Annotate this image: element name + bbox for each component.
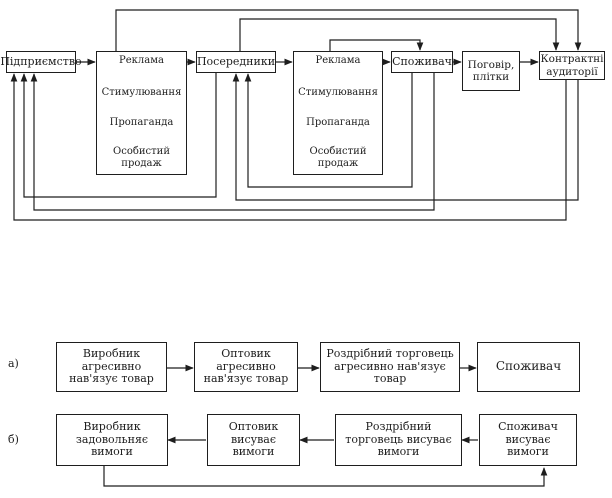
row-b-wholesaler-label: Оптовик висуває вимоги	[228, 420, 279, 459]
feedback-consumer-to-intermediaries	[244, 73, 413, 188]
promo1-personal-selling: Особистий продаж	[113, 146, 170, 169]
promo2-advertising: Реклама	[315, 55, 361, 66]
promo-block-2: Реклама Стимулювання Пропаганда Особисти…	[293, 51, 383, 175]
row-b-retailer: Роздрібний торговець висуває вимоги	[335, 414, 462, 466]
node-intermediaries: Посередники	[196, 51, 276, 73]
feedback-consumer-to-enterprise	[30, 73, 435, 211]
feedback-audiences-to-enterprise	[10, 73, 567, 221]
promo1-stimulation: Стимулювання	[101, 87, 182, 98]
node-contact-audiences-label: Контрактні аудиторії	[540, 53, 604, 78]
promo2-propaganda: Пропаганда	[306, 117, 370, 128]
row-b-retailer-label: Роздрібний торговець висуває вимоги	[345, 420, 452, 459]
row-a-retailer: Роздрібний торговець агресивно нав'язує …	[320, 342, 460, 392]
loop-promo1-to-audiences	[115, 9, 582, 51]
row-b-wholesaler: Оптовик висуває вимоги	[207, 414, 300, 466]
row-a-producer: Виробник агресивно нав'язує товар	[56, 342, 167, 392]
node-contact-audiences: Контрактні аудиторії	[539, 51, 605, 80]
node-enterprise: Підприємство	[0, 51, 82, 73]
loop-promo2-to-consumer	[329, 39, 424, 51]
row-b-producer: Виробник задовольняє вимоги	[56, 414, 168, 466]
row-a-retailer-label: Роздрібний торговець агресивно нав'язує …	[326, 347, 454, 386]
feedback-audiences-to-intermediaries	[232, 73, 579, 201]
node-intermediaries-label: Посередники	[196, 54, 276, 68]
node-enterprise-label: Підприємство	[0, 54, 82, 68]
promo2-personal-selling: Особистий продаж	[309, 146, 367, 169]
promo-block-1: Реклама Стимулювання Пропаганда Особисти…	[96, 51, 187, 175]
node-rumors: Поговір, плітки	[462, 51, 520, 91]
row-a-wholesaler-label: Оптовик агресивно нав'язує товар	[203, 347, 289, 386]
row-a-label: а)	[8, 357, 19, 370]
row-b-label: б)	[8, 433, 19, 446]
row-a-consumer: Споживач	[477, 342, 580, 392]
node-rumors-label: Поговір, плітки	[467, 58, 515, 83]
row-a-wholesaler: Оптовик агресивно нав'язує товар	[194, 342, 298, 392]
row-b-consumer: Споживач висуває вимоги	[479, 414, 577, 466]
promo1-propaganda: Пропаганда	[109, 117, 174, 128]
loop-intermediaries-to-audiences	[239, 18, 560, 51]
promo1-advertising: Реклама	[119, 55, 164, 66]
row-b-producer-label: Виробник задовольняє вимоги	[75, 420, 149, 459]
row-a-producer-label: Виробник агресивно нав'язує товар	[69, 347, 154, 386]
node-consumer: Споживач	[391, 51, 453, 73]
node-consumer-label: Споживач	[392, 54, 452, 68]
row-a-consumer-label: Споживач	[495, 359, 562, 374]
arrow-b-return	[103, 466, 548, 487]
feedback-intermediaries-to-enterprise-1	[20, 73, 217, 198]
row-b-consumer-label: Споживач висуває вимоги	[498, 420, 558, 459]
promo2-stimulation: Стимулювання	[298, 87, 378, 98]
